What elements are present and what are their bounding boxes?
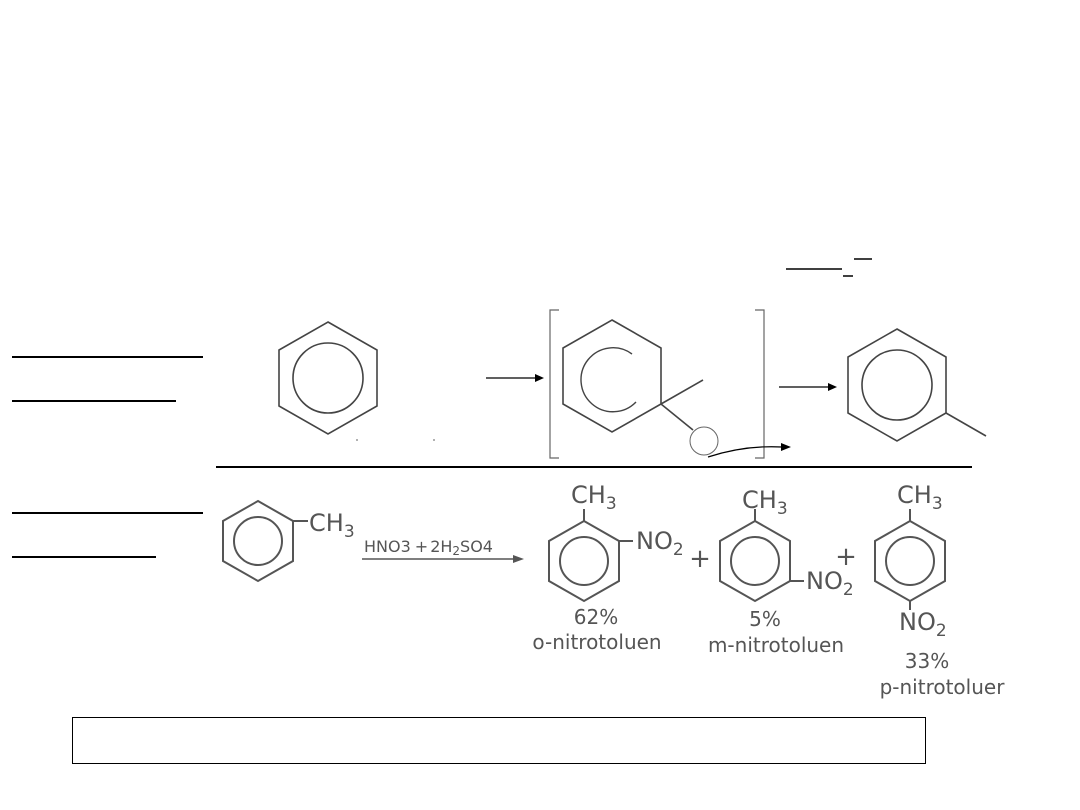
- substituted-benzene-product: [847, 328, 987, 442]
- ortho-ch3-label: CH3: [571, 481, 617, 514]
- meta-ring: [719, 519, 791, 603]
- substituent-bond: [945, 412, 987, 437]
- ortho-aromatic-circle: [559, 536, 609, 586]
- arrowhead-icon: [513, 555, 524, 563]
- partial-charge-arc: [580, 347, 637, 413]
- product-aromatic-circle: [861, 349, 933, 421]
- meta-product: CH3 NO2 5% m-nitrotoluen: [708, 486, 854, 657]
- arrow-2: [779, 383, 837, 391]
- benzene-ring: [278, 321, 378, 435]
- benzene-reactant: [278, 321, 378, 435]
- right-bracket: [755, 309, 765, 459]
- benzene-aromatic-circle: [292, 342, 364, 414]
- arrowhead-icon: [828, 383, 837, 391]
- sigma-bond-down: [660, 403, 694, 431]
- para-aromatic-circle: [885, 536, 935, 586]
- tiny-dots: [356, 439, 435, 441]
- sigma-bond-up: [660, 379, 704, 405]
- sigma-ring: [562, 319, 662, 433]
- para-no2-label: NO2: [899, 608, 947, 641]
- dot: [356, 439, 358, 441]
- plus-sign-1: +: [689, 544, 711, 574]
- meta-aromatic-circle: [730, 536, 780, 586]
- para-percent: 33%: [905, 649, 949, 673]
- meta-no2-label: NO2: [806, 567, 854, 600]
- arrowhead-icon: [535, 374, 544, 382]
- hydrogen-circle: [689, 426, 719, 456]
- toluene-molecule: [222, 499, 308, 583]
- ortho-percent: 62%: [574, 605, 618, 629]
- para-name: p-nitrotoluer: [880, 675, 1006, 699]
- reagent-label: HNO3+2H2SO4: [364, 537, 493, 558]
- toluene-ch3-label: CH3: [309, 509, 355, 542]
- meta-percent: 5%: [749, 607, 781, 631]
- product-ring: [847, 328, 947, 442]
- top-right-underlines: [786, 258, 872, 277]
- meta-name: m-nitrotoluen: [708, 633, 844, 657]
- ortho-product: CH3 NO2 62% o-nitrotoluen: [532, 481, 683, 654]
- left-underlines: [12, 356, 203, 558]
- plus-sign-2: +: [835, 542, 857, 572]
- para-ch3-label: CH3: [897, 481, 943, 514]
- reaction-arrow: [362, 555, 524, 563]
- toluene-aromatic-circle: [233, 516, 283, 566]
- meta-ch3-label: CH3: [742, 486, 788, 519]
- left-bracket: [549, 309, 559, 459]
- bottom-text-box: [72, 717, 926, 764]
- arrow-1: [486, 374, 544, 382]
- leaving-arrow-curve: [707, 446, 783, 458]
- dot: [433, 439, 435, 441]
- arrowhead-icon: [781, 443, 791, 451]
- ortho-no2-label: NO2: [636, 527, 684, 560]
- para-product: CH3 NO2 33% p-nitrotoluer: [874, 481, 1006, 699]
- ortho-name: o-nitrotoluen: [532, 630, 661, 654]
- sigma-complex: [549, 309, 791, 459]
